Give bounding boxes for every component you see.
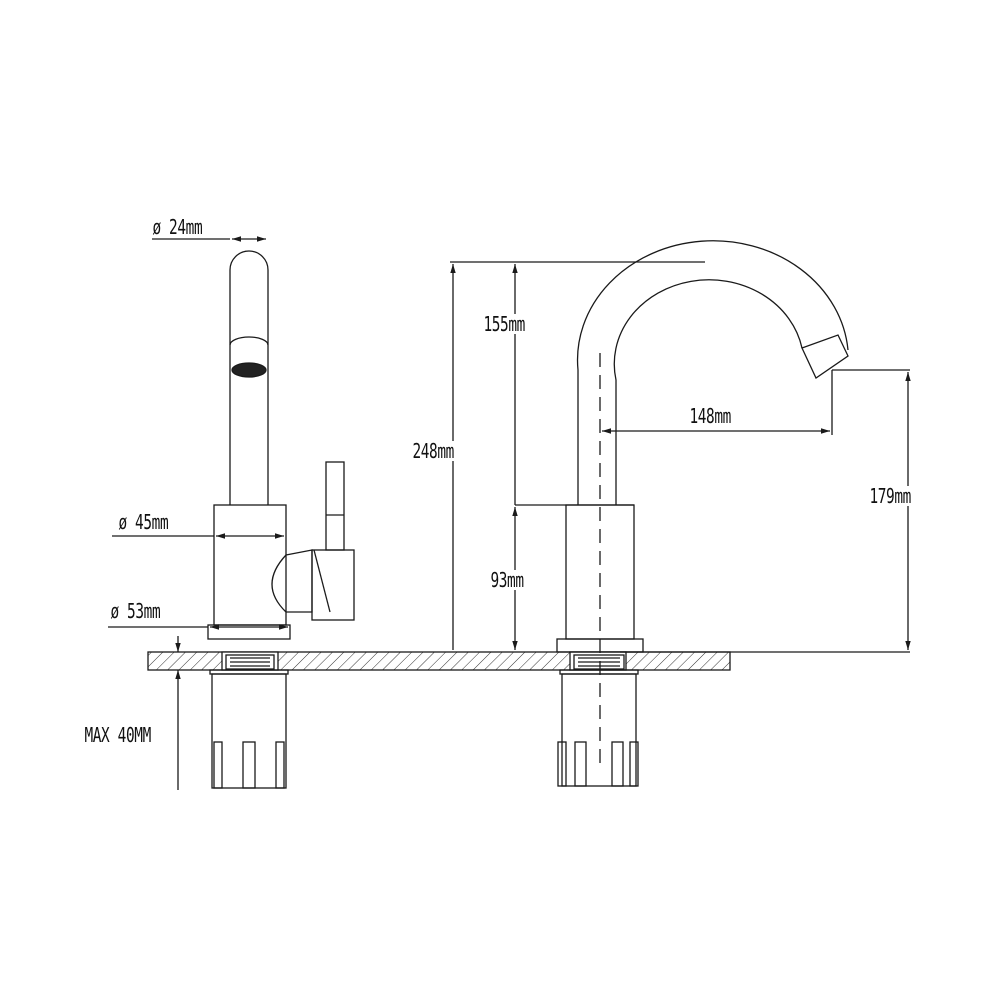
spout-diameter-label: ø 24mm (151, 215, 204, 239)
side-dimensions (108, 236, 288, 790)
aerator-icon (231, 362, 267, 378)
lever-handle (325, 461, 345, 551)
total-height-label: 248mm (411, 439, 456, 463)
body-diameter-label: ø 45mm (117, 510, 170, 534)
body-height-label: 93mm (489, 568, 526, 592)
base-diameter-label: ø 53mm (109, 599, 162, 623)
spout-reach-label: 148mm (688, 404, 733, 428)
outlet-height-label: 179mm (868, 484, 913, 508)
side-view-faucet (207, 250, 355, 789)
max-thickness-label: MAX 40MM (83, 723, 153, 747)
upper-height-label: 155mm (482, 312, 527, 336)
front-view-faucet (556, 240, 849, 787)
